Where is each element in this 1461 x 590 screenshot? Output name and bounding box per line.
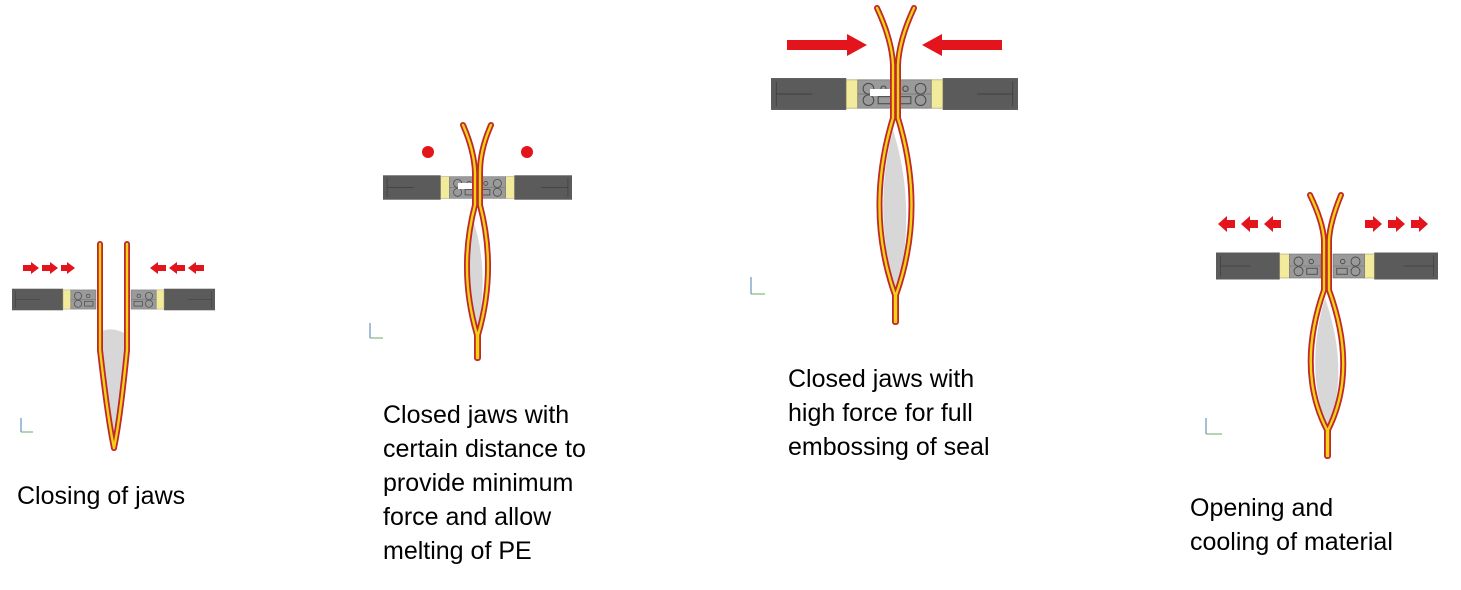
pressure-dot-icon (422, 146, 434, 158)
closing-arrows-left (23, 262, 75, 274)
left-arrow-icon (1264, 216, 1281, 232)
opening-arrows-right (1365, 216, 1428, 232)
axis-triad-icon (20, 418, 33, 433)
left-arrow-icon (1218, 216, 1235, 232)
step-1-closing (11, 241, 216, 451)
left-arrow-icon (169, 262, 185, 274)
axis-triad-icon (1205, 418, 1222, 435)
caption-step-1: Closing of jaws (17, 479, 185, 513)
film (97, 241, 130, 451)
caption-line: force and allow (383, 503, 552, 531)
closing-arrows-right (150, 262, 204, 274)
film (874, 5, 917, 325)
caption-line: high force for full (788, 399, 973, 427)
right-jaw (476, 174, 573, 201)
right-arrow-icon (1365, 216, 1382, 232)
left-arrow-icon (922, 34, 1002, 56)
left-jaw (11, 288, 97, 311)
right-jaw (1332, 251, 1439, 281)
left-arrow-icon (150, 262, 166, 274)
pressure-dot-icon (521, 146, 533, 158)
product-fill (883, 130, 907, 295)
film (1307, 192, 1347, 459)
caption-step-2: Closed jaws with certain distance to pro… (383, 398, 586, 568)
step-4-opening (1205, 192, 1439, 459)
caption-line: melting of PE (383, 537, 532, 565)
left-arrow-icon (1241, 216, 1258, 232)
right-jaw (130, 288, 216, 311)
right-arrow-icon (23, 262, 39, 274)
caption-line: Closed jaws with (383, 401, 570, 429)
right-arrow-icon (787, 34, 867, 56)
caption-line: provide minimum (383, 469, 574, 497)
opening-arrows-left (1218, 216, 1281, 232)
caption-line: Opening and (1190, 494, 1334, 522)
step-3-high-force (750, 5, 1019, 325)
caption-line: Closing of jaws (17, 482, 186, 510)
axis-triad-icon (369, 323, 383, 339)
right-arrow-icon (42, 262, 58, 274)
product-fill (1315, 298, 1339, 430)
right-arrow-icon (61, 262, 75, 274)
caption-line: cooling of material (1190, 528, 1393, 556)
caption-line: certain distance to (383, 435, 586, 463)
right-jaw (893, 77, 1019, 111)
jaw-gap (458, 183, 472, 189)
right-arrow-icon (1388, 216, 1405, 232)
caption-line: Closed jaws with (788, 365, 975, 393)
left-jaw (1215, 251, 1322, 281)
axis-triad-icon (750, 277, 765, 295)
left-arrow-icon (188, 262, 204, 274)
step-2-minimum-force (369, 122, 573, 361)
caption-step-4: Opening and cooling of material (1190, 491, 1393, 559)
right-arrow-icon (1411, 216, 1428, 232)
jaw-gap (870, 89, 894, 96)
product-fill (100, 329, 126, 448)
caption-line: embossing of seal (788, 433, 990, 461)
caption-step-3: Closed jaws with high force for full emb… (788, 362, 990, 464)
film (460, 122, 494, 361)
